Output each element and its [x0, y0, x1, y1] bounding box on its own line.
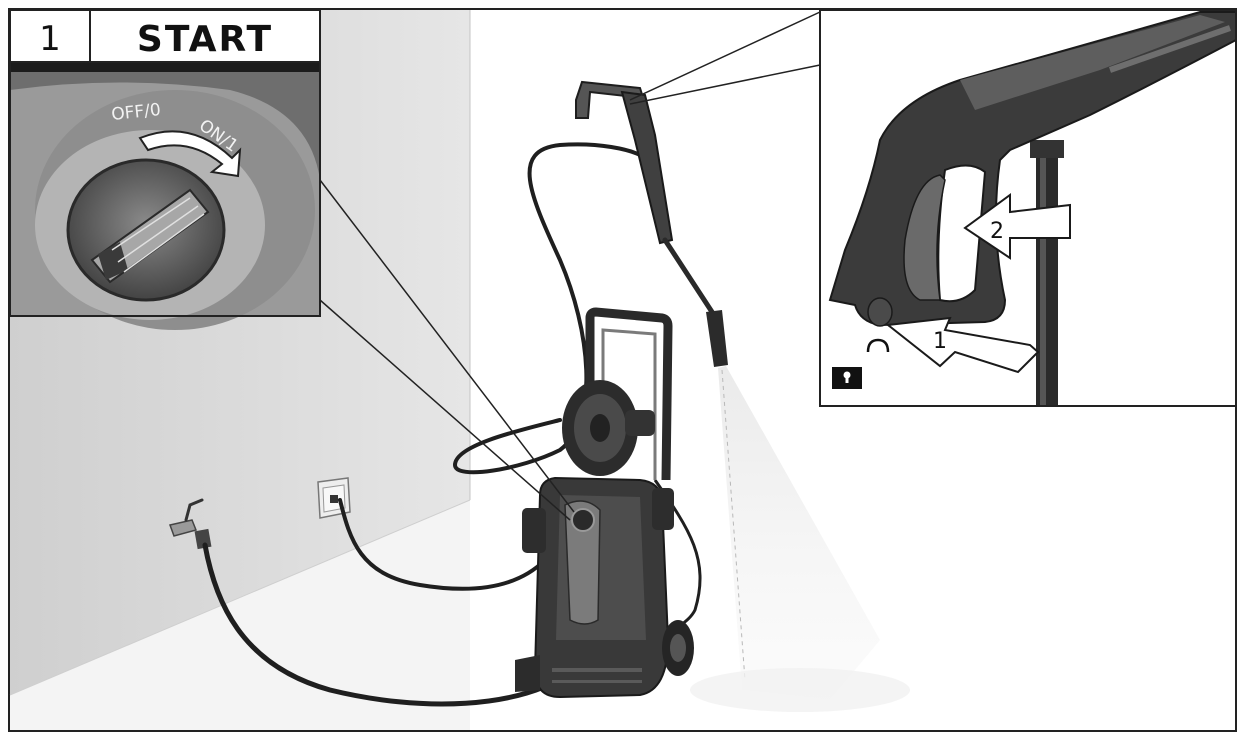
trigger-inset-frame — [819, 9, 1237, 407]
callout-line — [629, 11, 821, 101]
arrow-2-icon — [963, 193, 1071, 260]
pressure-washer — [515, 307, 694, 699]
water-hose — [202, 542, 578, 707]
trigger-inset: 2 1 — [820, 10, 1237, 406]
callout-line — [319, 179, 575, 513]
power-cable — [338, 498, 547, 591]
callout-line — [629, 64, 821, 105]
step-header — [9, 9, 321, 63]
step-title: START — [137, 19, 273, 60]
switch-inset: OFF/0 ON/1 — [10, 62, 320, 330]
step-number: 1 — [39, 19, 61, 59]
arrow-1-icon — [885, 316, 1040, 374]
floor — [10, 500, 470, 730]
callout-line — [319, 299, 571, 521]
padlock-icon — [832, 338, 890, 389]
water-spray — [718, 366, 880, 700]
water-tap — [169, 498, 212, 550]
arrow-1-label: 1 — [933, 329, 947, 354]
spray-gun-and-lance — [575, 80, 728, 367]
arrow-2-label: 2 — [990, 219, 1004, 244]
rotate-arrow-icon — [138, 130, 242, 178]
